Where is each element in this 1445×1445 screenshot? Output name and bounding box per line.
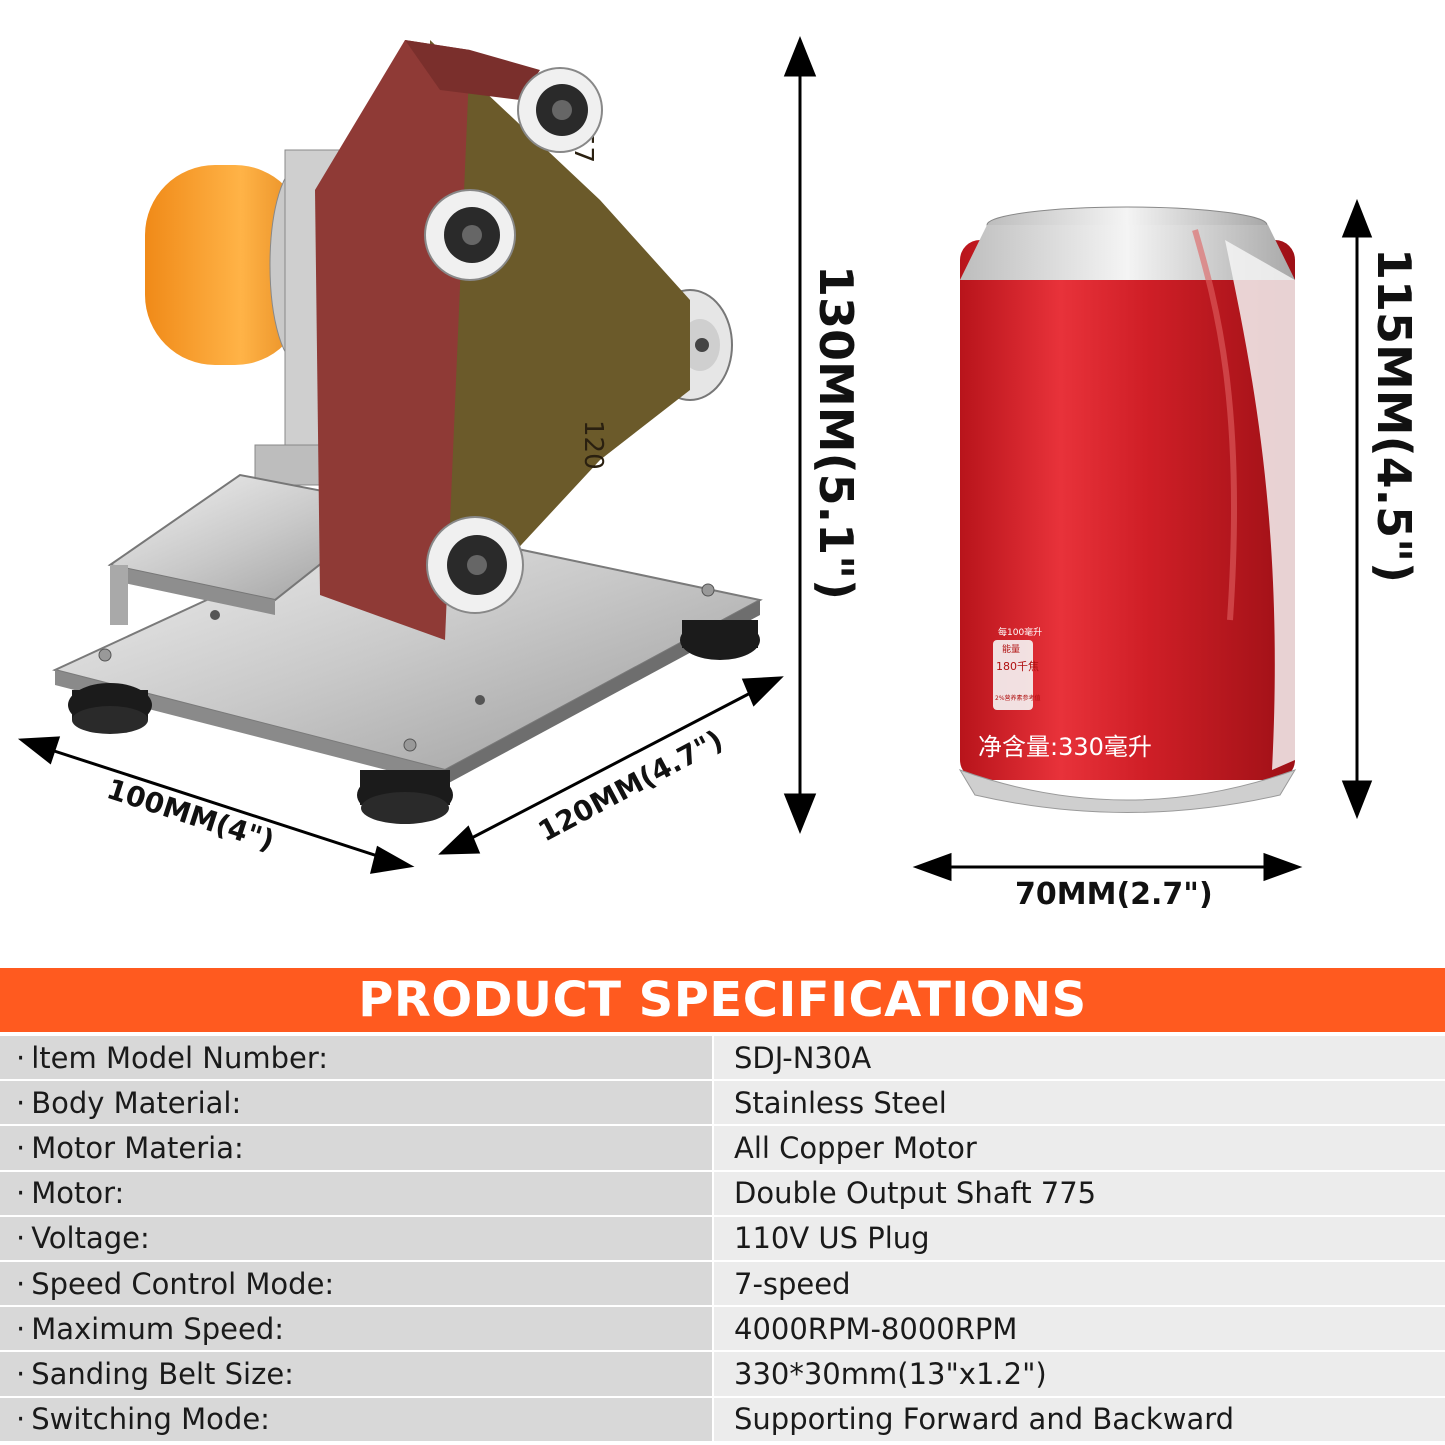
spec-label: ·ltem Model Number: — [0, 1036, 712, 1080]
spec-value: 4000RPM-8000RPM — [714, 1307, 1445, 1351]
nutrition-label — [993, 640, 1033, 710]
spec-row: ·Motor:Double Output Shaft 775 — [0, 1171, 1445, 1217]
sanding-belt-back — [430, 40, 690, 600]
spec-label-text: Switching Mode: — [31, 1402, 270, 1437]
nutrition-text: 2%营养素参考值 — [995, 694, 1041, 702]
can-volume-text: 净含量:330毫升 — [978, 733, 1152, 761]
spec-label: ·Speed Control Mode: — [0, 1261, 712, 1306]
spec-table: ·ltem Model Number:SDJ-N30A·Body Materia… — [0, 1036, 1445, 1445]
nutrition-text: 180千焦 — [996, 660, 1039, 673]
height-grinder-label: 130MM(5.1") — [809, 265, 863, 600]
spec-row: ·Voltage:110V US Plug — [0, 1216, 1445, 1262]
width-can-label: 70MM(2.7") — [1015, 877, 1213, 912]
spec-row: ·Speed Control Mode:7-speed — [0, 1261, 1445, 1308]
bullet-dot: · — [16, 1085, 26, 1120]
bullet-dot: · — [16, 1130, 26, 1165]
bullet-dot: · — [16, 1221, 26, 1256]
spec-label: ·Motor Materia: — [0, 1126, 712, 1170]
nutrition-text: 每100毫升 — [998, 626, 1042, 638]
spec-label: ·Voltage: — [0, 1216, 712, 1260]
spec-label-text: Speed Control Mode: — [31, 1266, 335, 1301]
depth-grinder-label: 120MM(4.7") — [533, 723, 729, 848]
product-illustration: 120 57 130MM(5.1") — [17, 35, 1421, 912]
spec-label-text: Voltage: — [31, 1221, 150, 1256]
bullet-dot: · — [16, 1040, 26, 1075]
spec-value: 330*30mm(13"x1.2") — [714, 1352, 1445, 1396]
bullet-dot: · — [16, 1266, 26, 1301]
spec-label: ·Body Material: — [0, 1081, 712, 1125]
spec-label: ·Sanding Belt Size: — [0, 1352, 712, 1396]
idler-wheel — [424, 189, 516, 281]
drive-wheel — [426, 516, 524, 614]
spec-label: ·Switching Mode: — [0, 1397, 712, 1441]
spec-value: All Copper Motor — [714, 1126, 1445, 1170]
soda-can: 每100毫升 能量 180千焦 2%营养素参考值 净含量:330毫升 — [958, 206, 1297, 813]
bullet-dot: · — [16, 1311, 26, 1346]
bullet-dot: · — [16, 1176, 26, 1211]
spec-label: ·Maximum Speed: — [0, 1307, 712, 1351]
spec-label-text: Maximum Speed: — [31, 1311, 285, 1346]
spec-title: PRODUCT SPECIFICATIONS — [358, 972, 1087, 1028]
spec-row: ·ltem Model Number:SDJ-N30A — [0, 1036, 1445, 1082]
spec-value: 110V US Plug — [714, 1216, 1445, 1260]
spec-label-text: Motor: — [31, 1176, 125, 1211]
spec-row: ·Motor Materia:All Copper Motor — [0, 1126, 1445, 1172]
nutrition-text: 能量 — [1002, 643, 1020, 655]
dimension-width-can — [912, 852, 1303, 882]
spec-value: 7-speed — [714, 1261, 1445, 1306]
spec-row: ·Maximum Speed:4000RPM-8000RPM — [0, 1307, 1445, 1353]
spec-label-text: ltem Model Number: — [31, 1040, 329, 1075]
spec-row: ·Switching Mode:Supporting Forward and B… — [0, 1397, 1445, 1443]
spec-row: ·Body Material:Stainless Steel — [0, 1081, 1445, 1127]
dimension-depth-grinder — [438, 676, 784, 855]
dimension-height-can — [1341, 198, 1373, 820]
spec-row: ·Sanding Belt Size:330*30mm(13"x1.2") — [0, 1352, 1445, 1398]
belt-grinder: 120 57 — [52, 40, 763, 824]
spec-label-text: Sanding Belt Size: — [31, 1356, 294, 1391]
spec-value: Stainless Steel — [714, 1081, 1445, 1125]
spec-label: ·Motor: — [0, 1171, 712, 1215]
sanding-belt-front — [315, 40, 470, 640]
bullet-dot: · — [16, 1402, 26, 1437]
spec-header: PRODUCT SPECIFICATIONS — [0, 968, 1445, 1032]
spec-label-text: Motor Materia: — [31, 1130, 244, 1165]
spec-value: Supporting Forward and Backward — [714, 1397, 1445, 1441]
belt-grit-label: 120 — [578, 420, 608, 470]
spec-value: Double Output Shaft 775 — [714, 1171, 1445, 1215]
spec-label-text: Body Material: — [31, 1085, 242, 1120]
motor — [145, 165, 305, 365]
dimension-height-grinder — [783, 35, 817, 835]
bullet-dot: · — [16, 1356, 26, 1391]
dimension-width-grinder — [17, 736, 415, 874]
height-can-label: 115MM(4.5") — [1367, 248, 1421, 583]
idler-wheel — [517, 67, 603, 153]
spec-value: SDJ-N30A — [714, 1036, 1445, 1080]
